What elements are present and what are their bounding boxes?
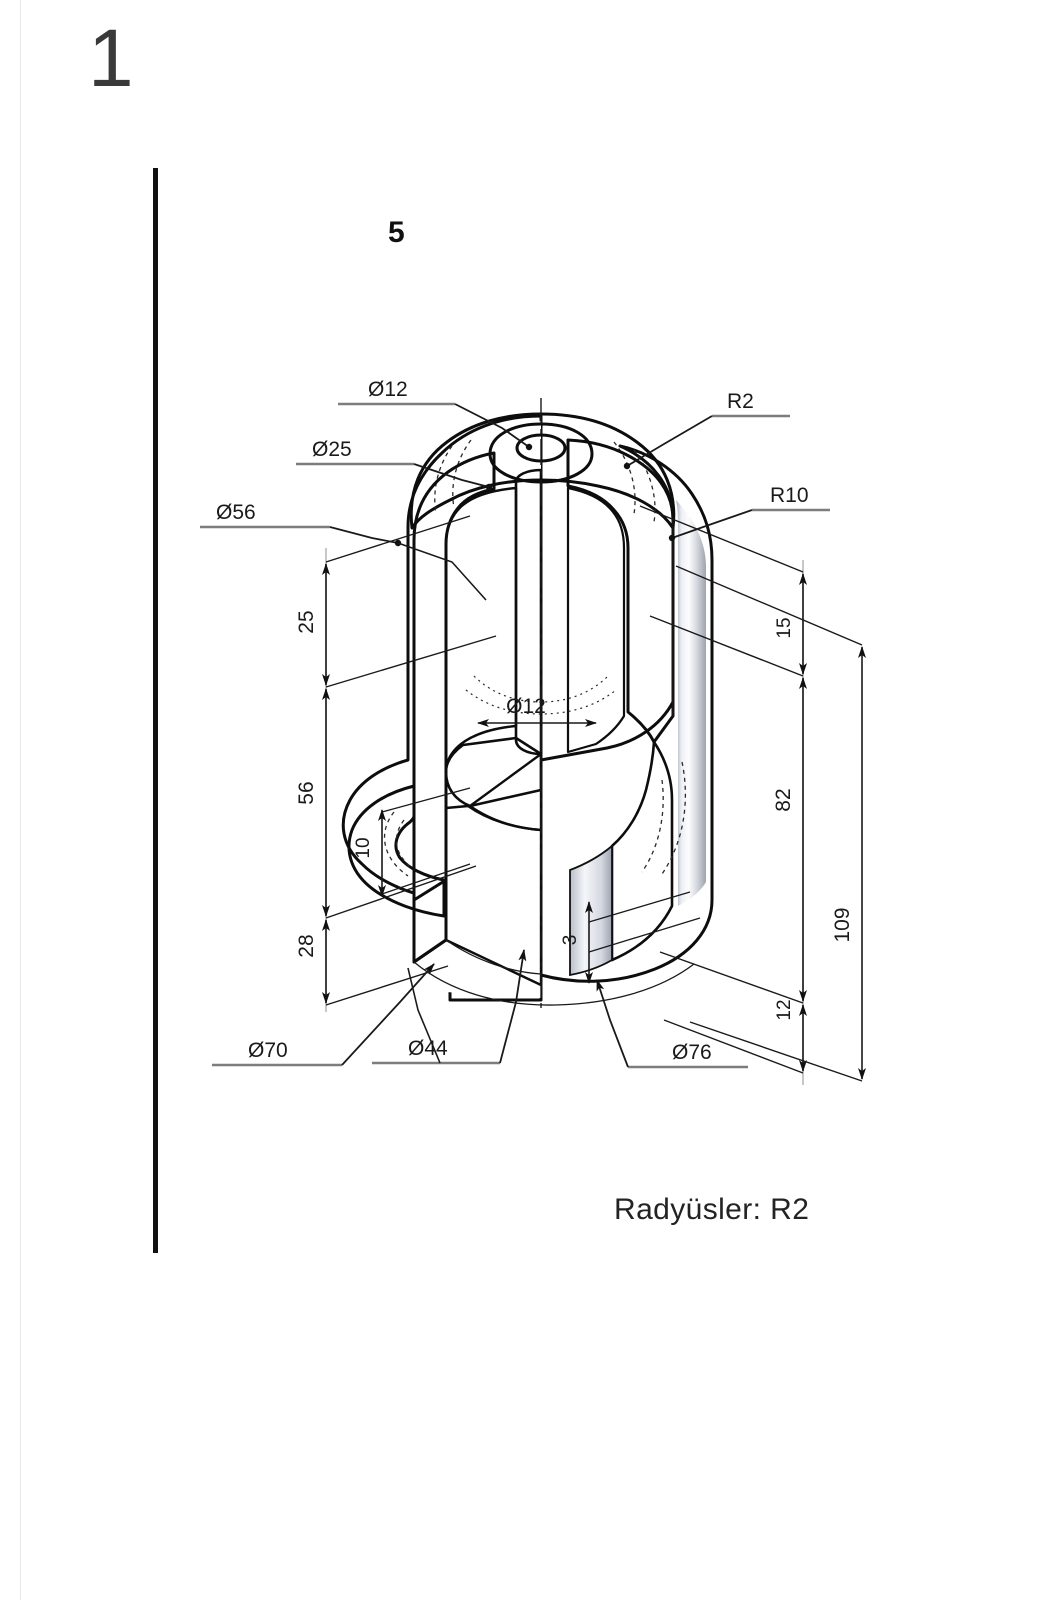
dimension-3: 3 bbox=[560, 891, 701, 984]
body-outline-left bbox=[341, 414, 543, 1002]
skirt-right-shade bbox=[610, 740, 674, 962]
leader-label-d56: Ø56 bbox=[216, 501, 256, 524]
flange-hidden-arc-1 bbox=[395, 819, 413, 869]
leader-outer-body-diameter: Ø76 bbox=[596, 979, 748, 1069]
leader-base-bore-diameter: Ø44 bbox=[372, 949, 527, 1065]
dim-label-109: 109 bbox=[831, 907, 854, 942]
dim-label-25: 25 bbox=[295, 610, 318, 633]
leader-label-d44: Ø44 bbox=[408, 1037, 448, 1060]
leader-label-d12-top: Ø12 bbox=[368, 378, 408, 401]
flange-cut-face bbox=[412, 878, 448, 964]
dimension-layer: Ø12 Ø25 Ø56 R2 bbox=[200, 378, 866, 1085]
dim-label-12-bottom: 12 bbox=[774, 999, 795, 1020]
leader-boss-diameter: Ø25 bbox=[296, 438, 493, 491]
dim-label-15: 15 bbox=[774, 617, 795, 638]
dim-label-56: 56 bbox=[295, 781, 318, 804]
dome-hidden-arc-1 bbox=[434, 445, 453, 515]
body-outer-right-highlight bbox=[676, 500, 706, 906]
skirt-hidden-arc-1 bbox=[641, 779, 664, 873]
inner-pin-diameter-dim: Ø12 bbox=[477, 695, 597, 727]
leader-shoulder-radius: R10 bbox=[668, 484, 830, 542]
skirt-hidden-arc-2 bbox=[661, 761, 687, 875]
leader-flange-outer-diameter: Ø70 bbox=[212, 963, 435, 1067]
part-geometry bbox=[341, 398, 714, 1010]
inner-label-d12: Ø12 bbox=[506, 695, 546, 718]
base-bottom-arc-inner bbox=[445, 939, 542, 975]
question-vertical-bar bbox=[153, 168, 158, 1253]
dim-label-3: 3 bbox=[560, 935, 581, 946]
flange-left-outer bbox=[347, 784, 446, 918]
page-edge-rule bbox=[20, 0, 21, 1600]
leader-label-r10: R10 bbox=[770, 484, 809, 507]
leader-top-bore-diameter: Ø12 bbox=[338, 378, 533, 451]
dome-hidden-arc-2 bbox=[452, 439, 472, 509]
dimension-109: 109 bbox=[675, 565, 866, 1082]
leader-label-d76: Ø76 bbox=[672, 1041, 712, 1064]
skirt-right-highlight bbox=[569, 844, 613, 977]
inner-bore-right bbox=[566, 486, 626, 754]
dim-label-82: 82 bbox=[772, 788, 795, 811]
right-dimension-chain: 15 82 12 bbox=[639, 505, 807, 1085]
leader-top-fillet-radius: R2 bbox=[623, 390, 790, 470]
dim-label-10: 10 bbox=[353, 837, 374, 858]
part-number-label: 5 bbox=[388, 216, 405, 249]
base-bottom-arc bbox=[413, 961, 695, 1006]
dim-label-28: 28 bbox=[295, 934, 318, 957]
leader-label-d25: Ø25 bbox=[312, 438, 352, 461]
radius-note-caption: Radyüsler: R2 bbox=[614, 1193, 810, 1226]
section-wall-right-hatch bbox=[566, 438, 675, 744]
leader-label-d70: Ø70 bbox=[248, 1039, 288, 1062]
dimension-10: 10 bbox=[353, 787, 471, 897]
leader-label-r2: R2 bbox=[727, 390, 754, 413]
question-number: 1 bbox=[88, 13, 134, 104]
left-dimension-chain: 25 56 28 bbox=[295, 515, 497, 1012]
